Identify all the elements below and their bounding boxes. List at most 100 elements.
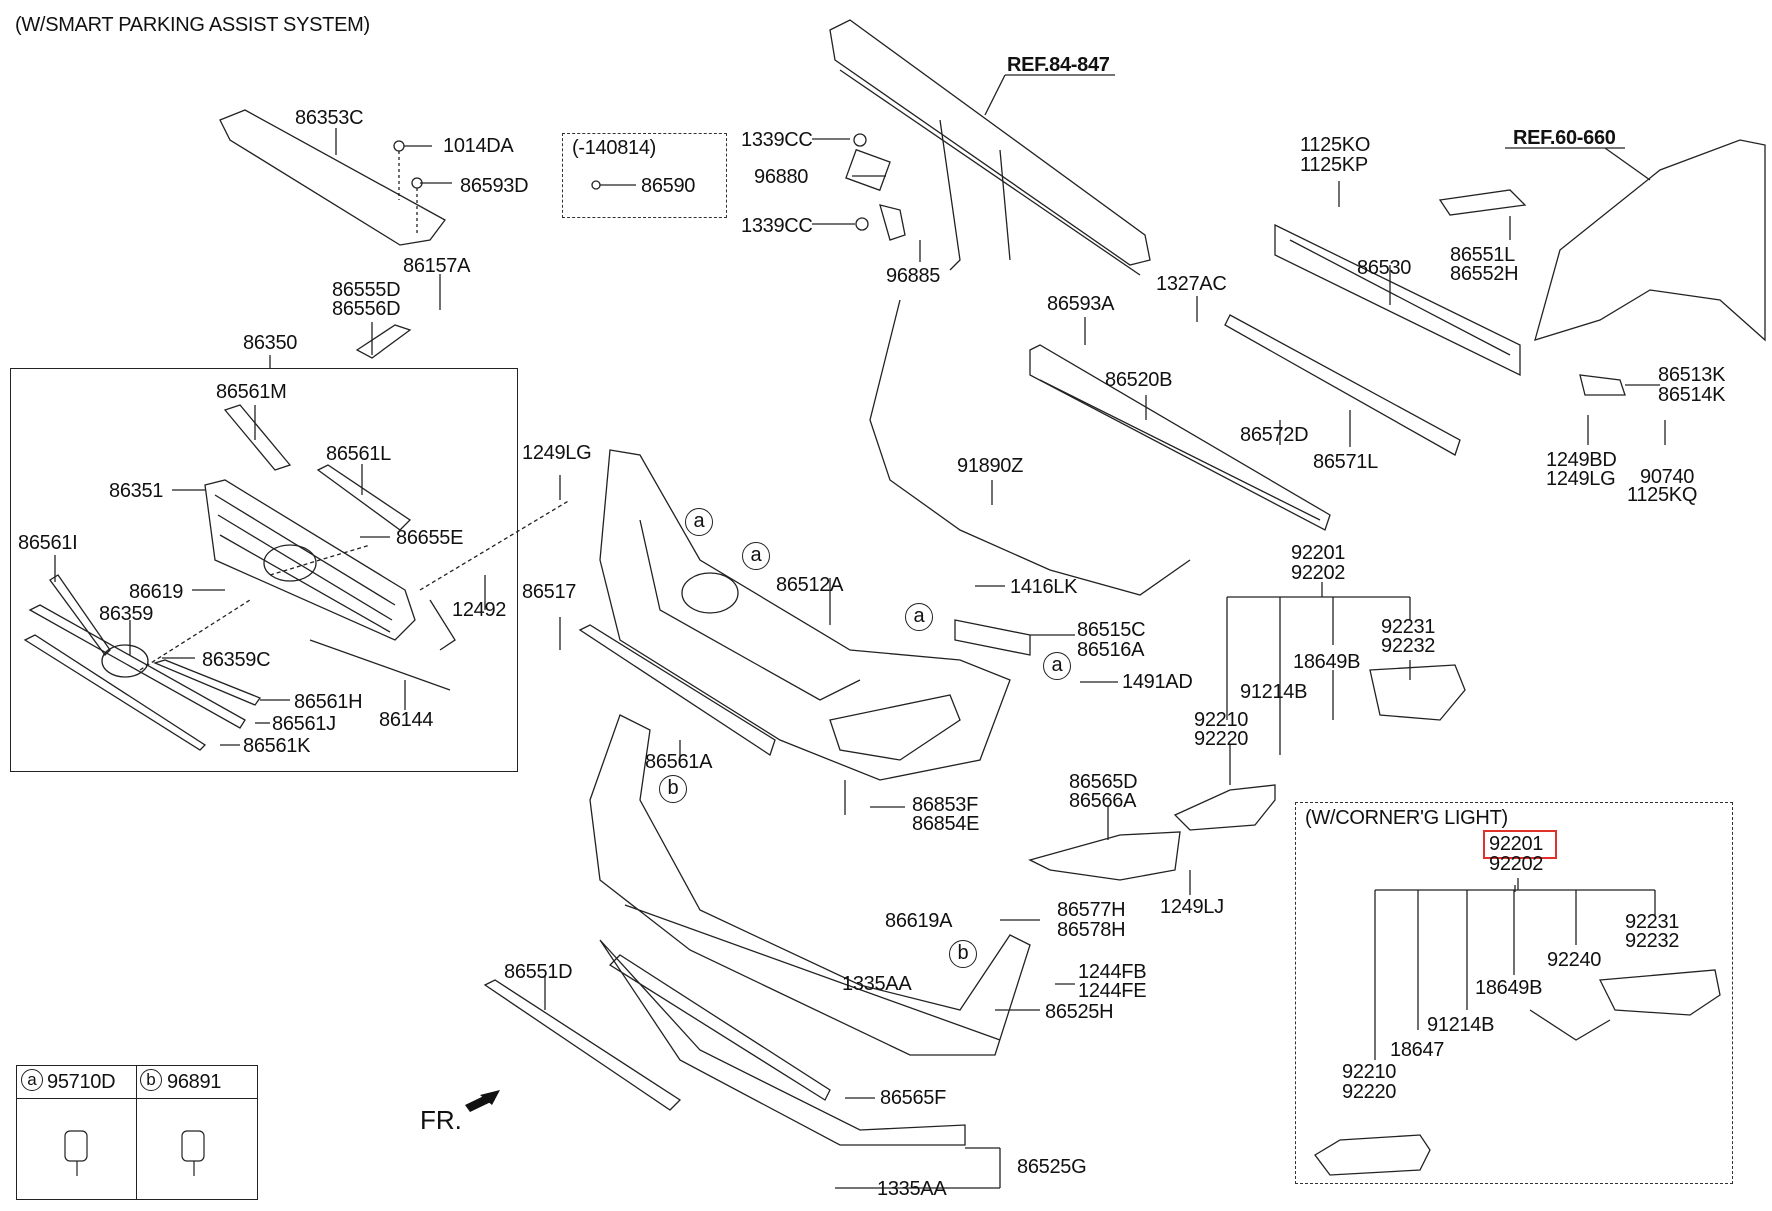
part-label[interactable]: 86561I <box>18 532 78 554</box>
part-label[interactable]: 86565F <box>880 1087 947 1109</box>
part-label[interactable]: 86517 <box>522 581 577 603</box>
part-label[interactable]: 86551L <box>1450 244 1515 266</box>
part-label[interactable]: 91214B <box>1427 1014 1495 1036</box>
part-label[interactable]: 86561A <box>645 751 713 773</box>
part-label[interactable]: 86561L <box>326 443 391 465</box>
part-label[interactable]: 86515C <box>1077 619 1146 641</box>
part-label[interactable]: 86577H <box>1057 899 1126 921</box>
legend-part-a[interactable]: 95710D <box>47 1071 116 1093</box>
bracket-96885-shape <box>879 204 906 241</box>
bumper-beam-shape <box>1274 223 1521 377</box>
part-label[interactable]: 90740 <box>1640 466 1695 488</box>
part-label[interactable]: 18649B <box>1475 977 1543 999</box>
part-label[interactable]: 96885 <box>886 265 941 287</box>
part-label[interactable]: 86351 <box>109 480 164 502</box>
highlight-box <box>1483 830 1557 859</box>
part-label[interactable]: 92232 <box>1381 635 1436 657</box>
part-label[interactable]: 1249LG <box>522 442 592 464</box>
part-label-highlighted[interactable]: 92201 <box>1489 833 1544 855</box>
part-label[interactable]: 86593D <box>460 175 529 197</box>
part-label[interactable]: 1249BD <box>1546 449 1617 471</box>
part-label[interactable]: 86353C <box>295 107 364 129</box>
part-label[interactable]: 86572D <box>1240 424 1309 446</box>
part-label[interactable]: 1249LJ <box>1160 896 1224 918</box>
part-label[interactable]: 86555D <box>332 279 401 301</box>
part-label[interactable]: 1014DA <box>443 135 514 157</box>
foglamp-bezel-shape <box>1028 831 1181 881</box>
lower-lip-86525G <box>599 939 966 1146</box>
part-label[interactable]: 1339CC <box>741 129 813 151</box>
part-label[interactable]: 92201 <box>1291 542 1346 564</box>
part-label[interactable]: 92210 <box>1194 709 1249 731</box>
part-label[interactable]: 86530 <box>1357 257 1412 279</box>
part-label[interactable]: 86619 <box>129 581 184 603</box>
part-label-86590[interactable]: 86590 <box>641 175 696 197</box>
legend-symbol-b: b <box>140 1069 162 1091</box>
part-label[interactable]: 86525H <box>1045 1001 1114 1023</box>
part-label[interactable]: 86144 <box>379 709 434 731</box>
part-label[interactable]: 92231 <box>1625 911 1680 933</box>
part-label[interactable]: 92220 <box>1194 728 1249 750</box>
part-label[interactable]: 1125KO <box>1300 134 1371 156</box>
part-label[interactable]: 86525G <box>1017 1156 1087 1178</box>
reference-label-84-847[interactable]: REF.84-847 <box>1007 54 1110 76</box>
part-label[interactable]: 86359C <box>202 649 271 671</box>
part-label[interactable]: 1416LK <box>1010 576 1078 598</box>
part-label[interactable]: 18649B <box>1293 651 1361 673</box>
part-label[interactable]: 92202 <box>1489 853 1544 875</box>
part-label[interactable]: 1491AD <box>1122 671 1193 693</box>
part-label[interactable]: 1335AA <box>842 973 912 995</box>
part-label[interactable]: 86359 <box>99 603 154 625</box>
part-label[interactable]: 86513K <box>1658 364 1726 386</box>
part-label[interactable]: 86853F <box>912 794 979 816</box>
part-label[interactable]: 86561H <box>294 691 363 713</box>
part-label[interactable]: 86516A <box>1077 639 1145 661</box>
part-label[interactable]: 86578H <box>1057 919 1126 941</box>
part-label[interactable]: 86512A <box>776 574 844 596</box>
part-label[interactable]: 1125KP <box>1300 154 1368 176</box>
part-label[interactable]: 91214B <box>1240 681 1308 703</box>
part-label[interactable]: 1244FE <box>1078 980 1147 1002</box>
callout-a: a <box>742 542 770 570</box>
part-label[interactable]: 86593A <box>1047 293 1115 315</box>
part-label[interactable]: 86552H <box>1450 263 1519 285</box>
part-label[interactable]: 86619A <box>885 910 953 932</box>
part-label[interactable]: 92210 <box>1342 1061 1397 1083</box>
part-label[interactable]: 92231 <box>1381 616 1436 638</box>
part-label[interactable]: 1335AA <box>877 1178 947 1200</box>
part-label[interactable]: 86561M <box>216 381 287 403</box>
part-label[interactable]: 86157A <box>403 255 471 277</box>
part-label[interactable]: 18647 <box>1390 1039 1445 1061</box>
part-label[interactable]: 86561K <box>243 735 311 757</box>
part-label[interactable]: 1249LG <box>1546 468 1616 490</box>
part-label[interactable]: 86561J <box>272 713 336 735</box>
part-label[interactable]: 1327AC <box>1156 273 1227 295</box>
part-label[interactable]: 1125KQ <box>1627 484 1698 506</box>
part-label[interactable]: 86571L <box>1313 451 1378 473</box>
legend-symbol-a: a <box>21 1069 43 1091</box>
callout-b: b <box>659 775 687 803</box>
lower-bumper-shape <box>589 714 1031 1056</box>
part-label[interactable]: 91890Z <box>957 455 1024 477</box>
part-label[interactable]: 92240 <box>1547 949 1602 971</box>
part-label[interactable]: 86514K <box>1658 384 1726 406</box>
part-label[interactable]: 86520B <box>1105 369 1173 391</box>
parking-sensor-icon <box>181 1130 205 1162</box>
part-label[interactable]: 12492 <box>452 599 507 621</box>
legend-part-b[interactable]: 96891 <box>167 1071 222 1093</box>
part-label[interactable]: 86350 <box>243 332 298 354</box>
part-label[interactable]: 86854E <box>912 813 980 835</box>
part-label[interactable]: 1339CC <box>741 215 813 237</box>
part-label[interactable]: 86565D <box>1069 771 1138 793</box>
part-label[interactable]: 86655E <box>396 527 464 549</box>
part-label[interactable]: 86556D <box>332 298 401 320</box>
part-label[interactable]: 1244FB <box>1078 961 1147 983</box>
reference-label-60-660[interactable]: REF.60-660 <box>1513 127 1616 149</box>
part-label[interactable]: 92232 <box>1625 930 1680 952</box>
part-label[interactable]: 92202 <box>1291 562 1346 584</box>
bolt-shape <box>393 140 405 152</box>
part-label[interactable]: 96880 <box>754 166 809 188</box>
part-label[interactable]: 86551D <box>504 961 573 983</box>
part-label[interactable]: 92220 <box>1342 1081 1397 1103</box>
part-label[interactable]: 86566A <box>1069 790 1137 812</box>
